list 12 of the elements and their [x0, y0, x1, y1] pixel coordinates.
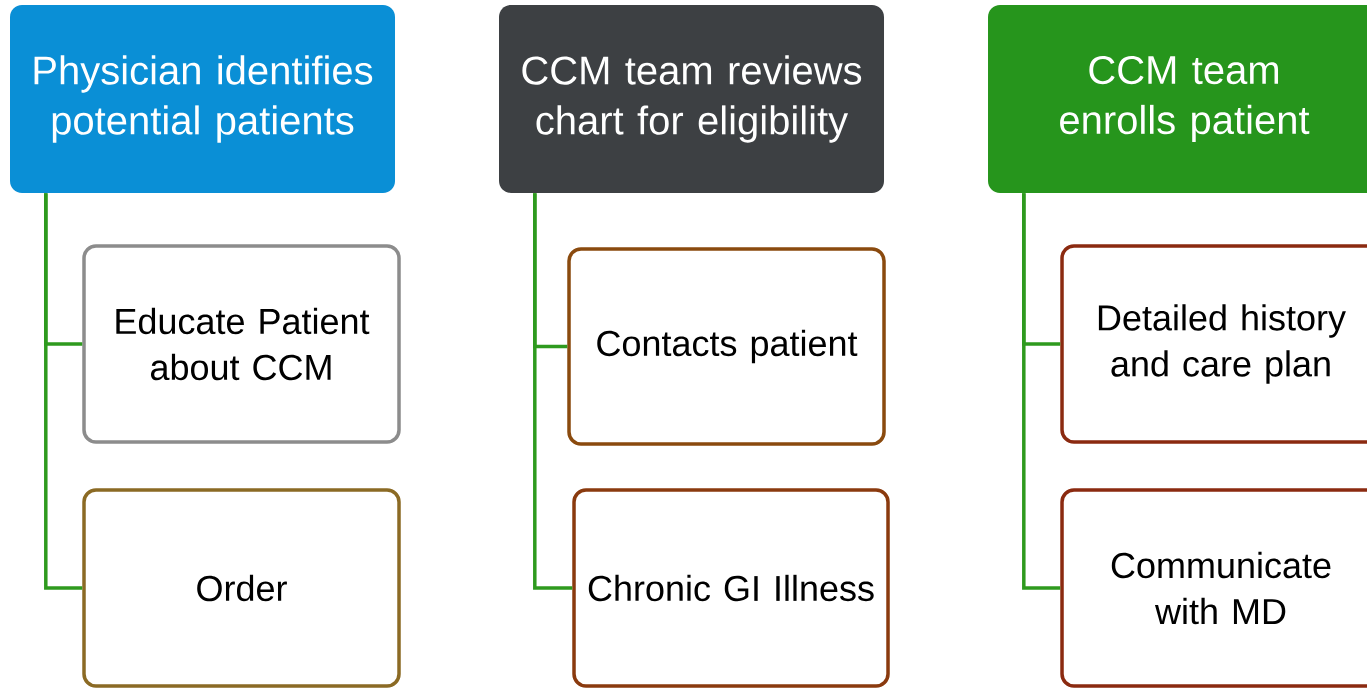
- step-header: CCM team reviews chart for eligibility: [499, 5, 884, 193]
- task-box: Communicate with MD: [1060, 488, 1367, 688]
- connector-line: [1022, 193, 1061, 590]
- connector-line: [533, 193, 573, 590]
- step-header: CCM team enrolls patient: [988, 5, 1367, 193]
- task-box: Contacts patient: [567, 247, 886, 446]
- task-box: Order: [82, 488, 401, 688]
- connector-line: [44, 193, 83, 590]
- task-box: Educate Patient about CCM: [82, 244, 401, 444]
- task-box: Chronic GI Illness: [572, 488, 890, 688]
- step-header: Physician identifies potential patients: [10, 5, 395, 193]
- task-box: Detailed history and care plan: [1060, 244, 1367, 444]
